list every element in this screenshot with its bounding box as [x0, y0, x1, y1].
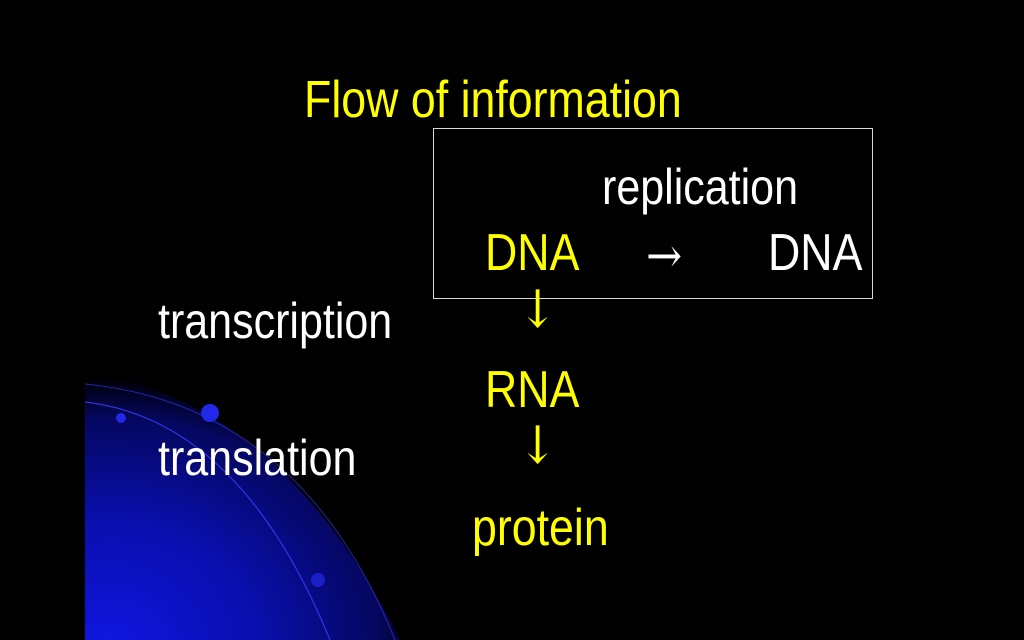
- transcription-label: transcription: [158, 293, 393, 349]
- orbit-dot-small: [116, 413, 126, 423]
- replication-arrow: →: [646, 228, 683, 284]
- blue-sphere-shape: [85, 372, 400, 640]
- dna-target: DNA: [768, 224, 863, 282]
- orbit-line-2: [84, 383, 396, 640]
- orbit-line-1: [84, 401, 331, 640]
- orbit-dot-large: [201, 404, 219, 422]
- replication-box: [433, 128, 873, 299]
- translation-label: translation: [158, 430, 357, 486]
- slide-title: Flow of information: [304, 71, 682, 129]
- replication-label: replication: [602, 159, 798, 215]
- rna-node: RNA: [485, 361, 580, 419]
- dna-source: DNA: [485, 224, 580, 282]
- orbit-dot-lower: [311, 573, 325, 587]
- transcription-arrow: ↓: [518, 280, 558, 340]
- protein-node: protein: [472, 499, 609, 557]
- translation-arrow: ↓: [518, 416, 558, 476]
